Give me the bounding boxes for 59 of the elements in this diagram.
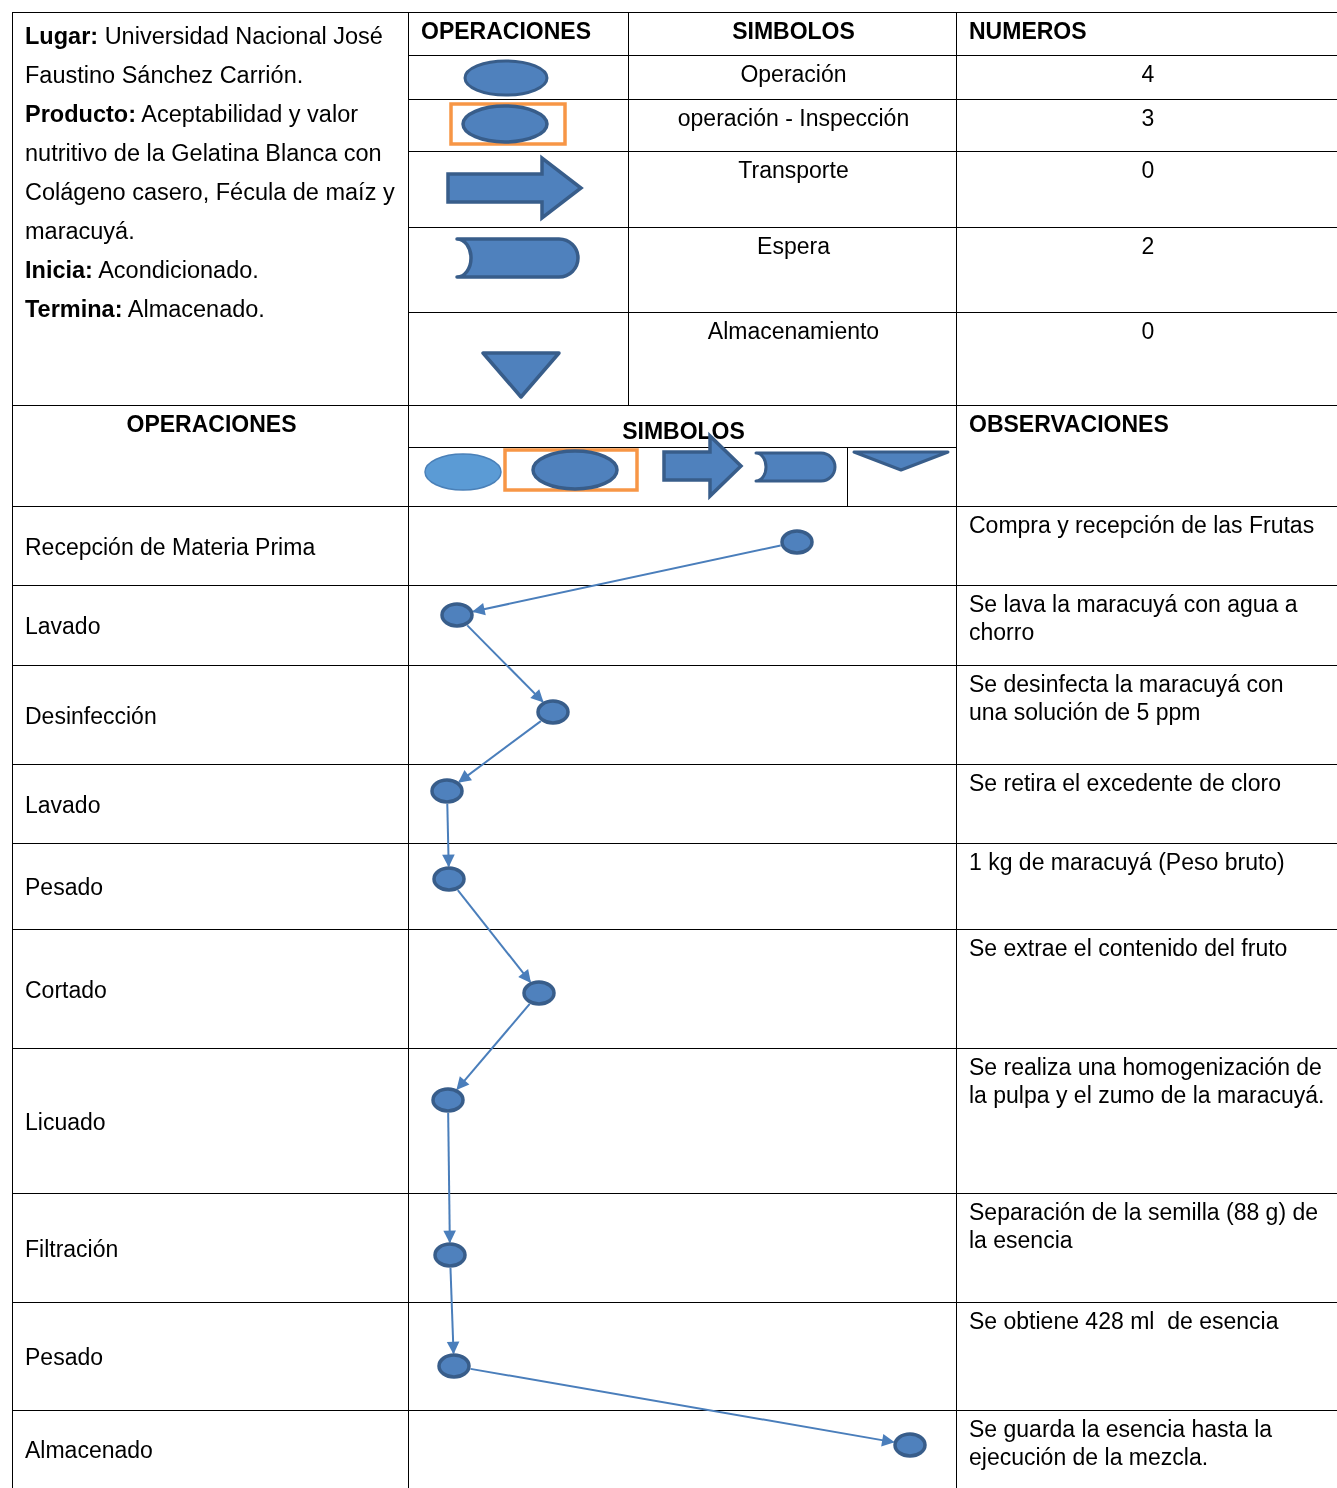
operation-name: Almacenado: [25, 1436, 153, 1465]
flow-arrow: [443, 1112, 456, 1244]
operation-ellipse: [522, 980, 556, 1006]
count-value: 4: [1141, 60, 1155, 89]
flow-arrow: [456, 1002, 531, 1091]
observation-text: Se extrae el contenido del fruto: [969, 934, 1288, 963]
flow-arrow: [456, 889, 532, 983]
count-value: 2: [1141, 232, 1155, 261]
observation-text: Se retira el excedente de cloro: [969, 769, 1281, 798]
observation-text: Se desinfecta la maracuyá con una solución de 5 ppm: [969, 670, 1285, 727]
info-text: Lugar: Universidad Nacional José Faustino Sánchez Carrión.: [25, 22, 384, 90]
flow-arrow: [469, 1367, 895, 1447]
info-text: Inicia: Acondicionado.: [25, 256, 259, 285]
operation-ellipse: [440, 602, 474, 628]
operation-ellipse: [432, 866, 466, 892]
symbol-name: Almacenamiento: [707, 317, 880, 346]
operation-name: Licuado: [25, 1107, 106, 1136]
symbol-name: Espera: [757, 232, 830, 261]
operation-name: Lavado: [25, 612, 101, 641]
operation-ellipse: [536, 699, 570, 725]
count-value: 0: [1141, 317, 1155, 346]
operation-name: Pesado: [25, 1343, 103, 1372]
operation-name: Filtración: [25, 1234, 119, 1263]
symbol-name: operación - Inspección: [677, 104, 910, 133]
count-value: 3: [1141, 104, 1155, 133]
flow-arrow: [472, 544, 782, 616]
observation-text: Separación de la semilla (88 g) de la esencia: [969, 1198, 1320, 1255]
flow-arrow: [446, 1267, 460, 1355]
operation-ellipse: [893, 1432, 927, 1458]
info-text: Termina: Almacenado.: [25, 295, 265, 324]
operation-name: Lavado: [25, 790, 101, 819]
column-header: OPERACIONES: [421, 17, 591, 46]
observation-text: Se obtiene 428 ml de esencia: [969, 1307, 1279, 1336]
info-text: Producto: Aceptabilidad y valor nutritivo de la Gelatina Blanca con Colágeno casero, Fécula de maíz y maracuyá.: [25, 100, 396, 246]
operation-name: Desinfección: [25, 701, 157, 730]
operation-name: Cortado: [25, 975, 107, 1004]
column-header: OPERACIONES: [126, 410, 297, 439]
column-header: OBSERVACIONES: [969, 410, 1169, 439]
flow-arrow: [458, 720, 542, 783]
observation-text: Compra y recepción de las Frutas: [969, 511, 1315, 540]
operation-ellipse: [430, 778, 464, 804]
observation-text: Se guarda la esencia hasta la ejecución de la mezcla.: [969, 1415, 1274, 1472]
count-value: 0: [1141, 156, 1155, 185]
operation-name: Recepción de Materia Prima: [25, 532, 316, 561]
operation-ellipse: [431, 1087, 465, 1113]
observation-text: 1 kg de maracuyá (Peso bruto): [969, 848, 1285, 877]
column-header: SIMBOLOS: [732, 17, 855, 46]
column-header: SIMBOLOS: [622, 416, 745, 445]
flow-arrow: [442, 803, 455, 868]
operation-ellipse: [780, 529, 814, 555]
column-header: NUMEROS: [969, 17, 1087, 46]
operation-name: Pesado: [25, 873, 103, 902]
symbol-name: Operación: [740, 60, 847, 89]
observation-text: Se lava la maracuyá con agua a chorro: [969, 590, 1299, 647]
observation-text: Se realiza una homogenización de la pulpa y el zumo de la maracuyá.: [969, 1053, 1326, 1110]
operation-ellipse: [433, 1242, 467, 1268]
symbol-name: Transporte: [738, 156, 849, 185]
flow-arrow: [466, 624, 544, 703]
operation-ellipse: [437, 1353, 471, 1379]
